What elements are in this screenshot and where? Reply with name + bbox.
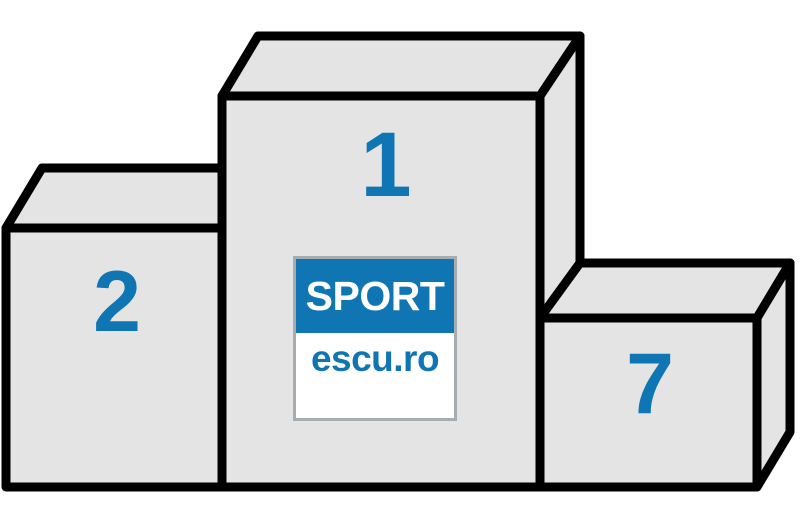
second-place-top-face (1, 163, 227, 233)
seventh-place-front-face (535, 313, 762, 492)
rank-number-7: 7 (626, 336, 674, 432)
rank-number-1: 1 (360, 114, 411, 216)
first-place-top-face (217, 31, 585, 101)
seventh-place-block[interactable] (535, 258, 795, 492)
logo-escuro-text: escu.ro (310, 337, 440, 379)
sportescu-logo[interactable]: SPORT escu.ro (293, 256, 457, 421)
seventh-place-top-face (535, 258, 795, 323)
logo-top-band: SPORT (296, 259, 454, 333)
logo-sport-text: SPORT (305, 272, 445, 319)
logo-bottom-band: escu.ro (296, 333, 454, 383)
rank-number-2: 2 (93, 254, 141, 350)
